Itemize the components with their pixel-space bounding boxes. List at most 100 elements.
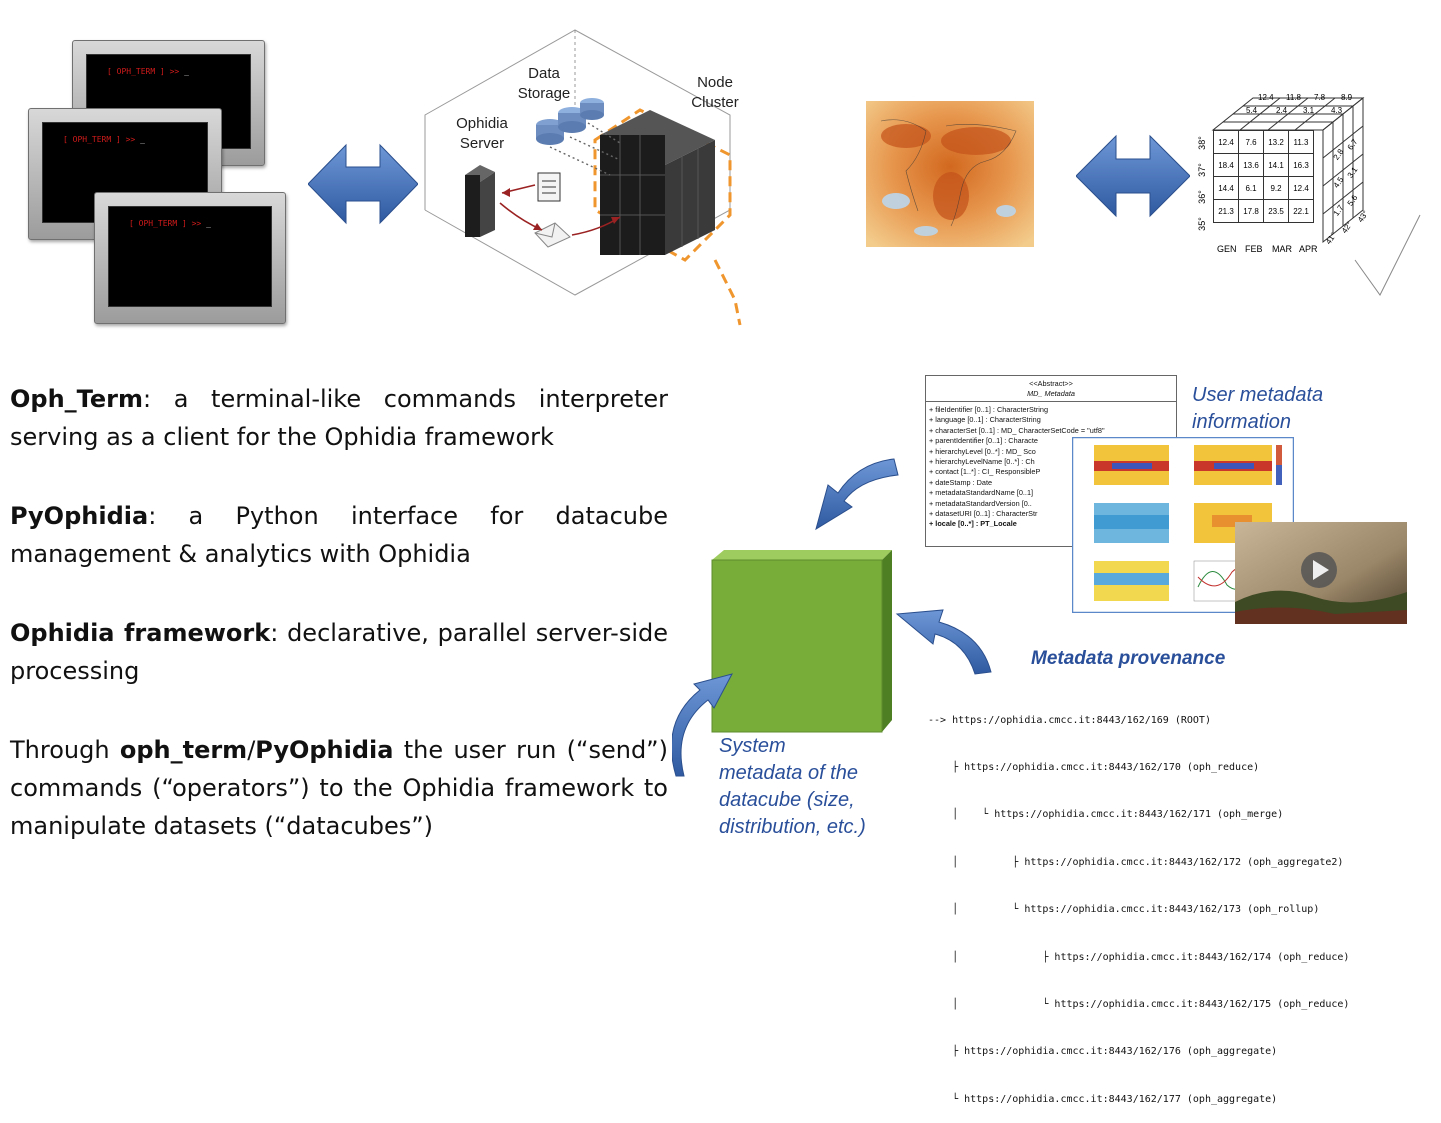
cell: 9.2: [1263, 176, 1289, 200]
provenance-line: │ └ https://ophidia.cmcc.it:8443/162/175…: [928, 998, 1350, 1010]
terminal-prompt: [ OPH_TERM ] >> _: [107, 67, 189, 76]
ophidia-architecture-diagram: [424, 29, 742, 326]
provenance-line: │ ├ https://ophidia.cmcc.it:8443/162/172…: [928, 856, 1344, 868]
top-label: 12.4: [1258, 93, 1274, 102]
top-label: 3.1: [1303, 106, 1315, 115]
ophidia-server-icon: [465, 165, 495, 237]
video-thumbnail: [1235, 522, 1407, 624]
provenance-tree: --> https://ophidia.cmcc.it:8443/162/169…: [928, 681, 1349, 1123]
uml-attribute: + parentIdentifier [0..1] : Characte: [929, 436, 1038, 446]
system-datacube-icon: [711, 550, 892, 733]
top-label: 7.8: [1314, 93, 1326, 102]
uml-attribute: + language [0..1] : CharacterString: [929, 415, 1041, 425]
usage-text: the user run (“send”) commands (“operato…: [10, 736, 668, 840]
lat-label: 35°: [1196, 217, 1207, 231]
cell: 7.6: [1238, 130, 1264, 154]
user-metadata-label: User metadata information: [1192, 384, 1324, 433]
data-storage-icon: [536, 98, 604, 145]
uml-class-name: MD_ Metadata: [1027, 389, 1075, 398]
uml-attribute: + locale [0..*] : PT_Locale: [929, 519, 1017, 529]
top-label: 5.4: [1246, 106, 1258, 115]
month-label: FEB: [1245, 244, 1263, 254]
pyophidia-name: PyOphidia: [10, 502, 149, 530]
curved-arrow-icon: [815, 458, 899, 531]
provenance-line: └ https://ophidia.cmcc.it:8443/162/177 (…: [928, 1093, 1278, 1105]
provenance-line: --> https://ophidia.cmcc.it:8443/162/169…: [928, 714, 1211, 726]
double-arrow-icon: [1076, 134, 1190, 218]
framework-description: Ophidia framework: declarative, parallel…: [10, 614, 668, 690]
top-label: 4.3: [1331, 106, 1343, 115]
uml-attribute: + hierarchyLevelName [0..*] : Ch: [929, 457, 1035, 467]
cell: 22.1: [1288, 199, 1314, 223]
oph-term-inline: oph_term: [119, 736, 248, 764]
cell: 17.8: [1238, 199, 1264, 223]
uml-attribute: + contact [1..*] : CI_ ResponsibleP: [929, 467, 1041, 477]
uml-attribute: + metadataStandardVersion [0..: [929, 498, 1032, 508]
uml-attribute: + metadataStandardName [0..1]: [929, 488, 1034, 498]
datacube-illustration: [1211, 96, 1421, 296]
node-cluster-icon: [600, 110, 715, 255]
oph-term-text: : a terminal-like commands interpreter s…: [10, 385, 668, 451]
prompt-text: [ OPH_TERM ] >>: [129, 219, 202, 228]
cluster-frame: [593, 108, 742, 326]
pyophidia-description: PyOphidia: a Python interface for datacu…: [10, 497, 668, 573]
cell: 12.4: [1288, 176, 1314, 200]
top-label: 8.9: [1341, 93, 1353, 102]
uml-attribute: + datasetURI [0..1] : CharacterStr: [929, 509, 1038, 519]
data-storage-label: Data Storage: [517, 65, 571, 102]
double-arrow-icon: [308, 143, 418, 225]
cell: 13.6: [1238, 153, 1264, 177]
curved-arrow-icon: [672, 673, 733, 777]
through-prefix: Through: [10, 736, 120, 764]
cursor: _: [140, 135, 145, 144]
top-label: 11.8: [1286, 93, 1301, 102]
lat-label: 37°: [1196, 163, 1207, 177]
lat-label: 38°: [1196, 136, 1207, 150]
system-metadata-label: System metadata of the datacube (size, d…: [719, 735, 866, 838]
terminal-prompt: [ OPH_TERM ] >> _: [129, 219, 211, 228]
provenance-title: Metadata provenance: [1031, 648, 1226, 669]
node-cluster-label: Node Cluster: [691, 74, 739, 111]
uml-attribute: + hierarchyLevel [0..*] : MD_ Sco: [929, 446, 1036, 456]
cell: 6.1: [1238, 176, 1264, 200]
prompt-text: [ OPH_TERM ] >>: [107, 67, 180, 76]
cell: 16.3: [1288, 153, 1314, 177]
oph-term-name: Oph_Term: [10, 385, 143, 413]
uml-stereotype: <<Abstract>>: [1029, 379, 1073, 388]
pyophidia-inline: PyOphidia: [255, 736, 394, 764]
provenance-line: │ └ https://ophidia.cmcc.it:8443/162/173…: [928, 904, 1320, 916]
uml-attribute: + characterSet [0..1] : MD_ CharacterSet…: [929, 425, 1105, 435]
top-label: 2.4: [1276, 106, 1288, 115]
cell: 23.5: [1263, 199, 1289, 223]
provenance-line: ├ https://ophidia.cmcc.it:8443/162/176 (…: [928, 1046, 1278, 1058]
climate-map-image: [866, 101, 1034, 247]
uml-header: <<Abstract>> MD_ Metadata: [926, 376, 1176, 402]
provenance-line: │ ├ https://ophidia.cmcc.it:8443/162/174…: [928, 951, 1350, 963]
usage-description: Through oph_term/PyOphidia the user run …: [10, 731, 668, 845]
ophidia-server-label: Ophidia Server: [456, 115, 508, 152]
cell: 21.3: [1213, 199, 1239, 223]
pyophidia-text: : a Python interface for datacube manage…: [10, 502, 668, 568]
prompt-text: [ OPH_TERM ] >>: [63, 135, 136, 144]
terminal-prompt: [ OPH_TERM ] >> _: [63, 135, 145, 144]
cell: 18.4: [1213, 153, 1239, 177]
oph-term-description: Oph_Term: a terminal-like commands inter…: [10, 380, 668, 456]
provenance-line: │ └ https://ophidia.cmcc.it:8443/162/171…: [928, 809, 1284, 821]
framework-name: Ophidia framework: [10, 619, 271, 647]
document-icon: [537, 172, 561, 202]
cursor: _: [206, 219, 211, 228]
month-label: APR: [1299, 244, 1318, 254]
cursor: _: [184, 67, 189, 76]
provenance-line: ├ https://ophidia.cmcc.it:8443/162/170 (…: [928, 761, 1260, 773]
month-label: GEN: [1217, 244, 1237, 254]
slash: /: [247, 736, 256, 764]
uml-attribute: + dateStamp : Date: [929, 477, 993, 487]
framework-text: : declarative, parallel server-side proc…: [10, 619, 668, 685]
lat-label: 36°: [1196, 190, 1207, 204]
uml-attribute: + fileIdentifier [0..1] : CharacterStrin…: [929, 405, 1049, 414]
